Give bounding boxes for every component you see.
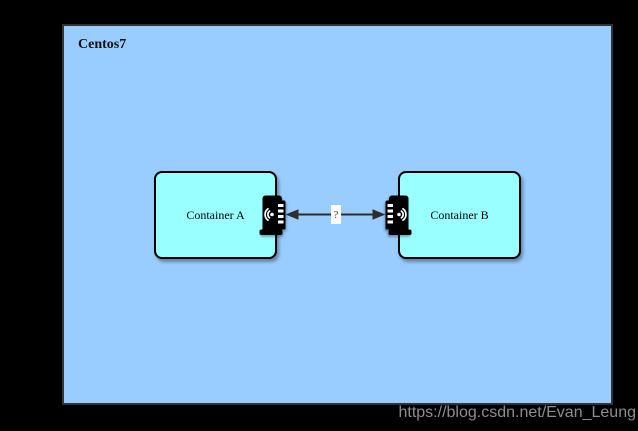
wireless-network-adapter-icon (385, 195, 412, 236)
csdn-watermark: https://blog.csdn.net/Evan_Leung (398, 404, 636, 421)
connector-label: ? (331, 205, 341, 224)
container-b-label: Container B (430, 207, 489, 222)
host-label: Centos7 (78, 37, 127, 52)
container-a-node: Container A (154, 171, 277, 259)
container-b-node: Container B (398, 171, 521, 259)
wireless-network-adapter-icon (259, 195, 286, 236)
container-a-label: Container A (186, 207, 245, 222)
